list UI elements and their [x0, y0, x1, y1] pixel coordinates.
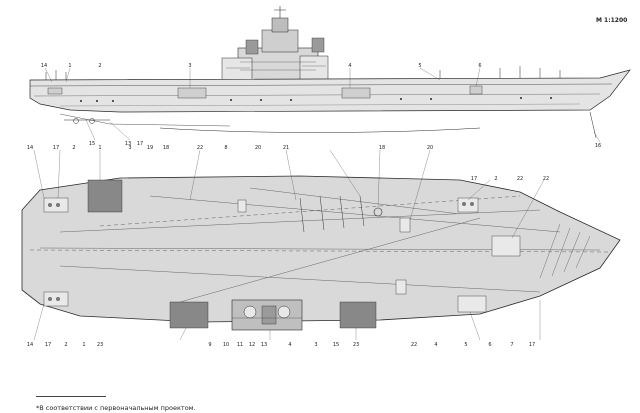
callout-plan-bottom-15: 4 [434, 342, 437, 348]
callout-plan-top-14: 2 [494, 176, 497, 182]
callout-plan-top-4: 3 [128, 145, 131, 151]
callout-plan-bottom-13: 23 [353, 342, 359, 348]
callout-plan-bottom-11: 3 [314, 342, 317, 348]
footnote: *В соответствии с первоначальным проекто… [36, 404, 196, 412]
callout-plan-bottom-2: 2 [64, 342, 67, 348]
callout-plan-top-15: 22 [517, 176, 523, 182]
callout-side-view-9: 17 [137, 141, 143, 147]
callout-side-view-3: 3 [188, 63, 191, 69]
scale-label: М 1:1200 [596, 17, 628, 24]
callout-plan-top-1: 17 [53, 145, 59, 151]
callout-plan-bottom-4: 23 [97, 342, 103, 348]
hull-side [29, 69, 631, 113]
callout-plan-top-2: 2 [72, 145, 75, 151]
callout-plan-top-11: 18 [379, 145, 385, 151]
callout-plan-top-3: 1 [98, 145, 101, 151]
callout-side-view-2: 2 [98, 63, 101, 69]
callout-plan-top-16: 22 [543, 176, 549, 182]
callout-plan-bottom-18: 7 [510, 342, 513, 348]
callout-side-view-7: 15 [89, 141, 95, 147]
callout-side-view-8: 13 [125, 141, 131, 147]
callout-plan-bottom-16: 5 [464, 342, 467, 348]
callout-side-view-6: 6 [478, 63, 481, 69]
callout-side-view-5: 5 [418, 63, 421, 69]
callout-side-view-0: 14 [41, 63, 47, 69]
footnote-rule [36, 396, 106, 397]
callout-plan-top-10: 21 [283, 145, 289, 151]
callout-plan-top-12: 20 [427, 145, 433, 151]
callout-plan-top-6: 18 [163, 145, 169, 151]
island-superstructure [221, 6, 329, 81]
callout-plan-top-7: 22 [197, 145, 203, 151]
callout-plan-bottom-5: 9 [208, 342, 211, 348]
plan-view [21, 149, 621, 341]
side-view [29, 6, 631, 143]
callout-plan-bottom-8: 12 [249, 342, 255, 348]
callout-side-view-4: 4 [348, 63, 351, 69]
callout-plan-bottom-17: 6 [488, 342, 491, 348]
callout-plan-bottom-1: 17 [45, 342, 51, 348]
callout-plan-bottom-7: 11 [237, 342, 243, 348]
callout-plan-bottom-19: 17 [529, 342, 535, 348]
callout-plan-top-8: 8 [224, 145, 227, 151]
callout-plan-top-13: 17 [471, 176, 477, 182]
callout-plan-bottom-14: 22 [411, 342, 417, 348]
callout-plan-top-0: 14 [27, 145, 33, 151]
callout-plan-bottom-9: 13 [261, 342, 267, 348]
callout-plan-bottom-12: 15 [333, 342, 339, 348]
island-plan [231, 299, 303, 331]
callout-plan-bottom-3: 1 [82, 342, 85, 348]
callout-side-view-10: 16 [595, 143, 601, 149]
callout-side-view-1: 1 [68, 63, 71, 69]
callout-plan-bottom-6: 10 [223, 342, 229, 348]
elevators [87, 179, 377, 329]
callout-plan-top-5: 19 [147, 145, 153, 151]
callout-plan-bottom-0: 14 [27, 342, 33, 348]
callout-plan-bottom-10: 4 [288, 342, 291, 348]
callout-plan-top-9: 20 [255, 145, 261, 151]
